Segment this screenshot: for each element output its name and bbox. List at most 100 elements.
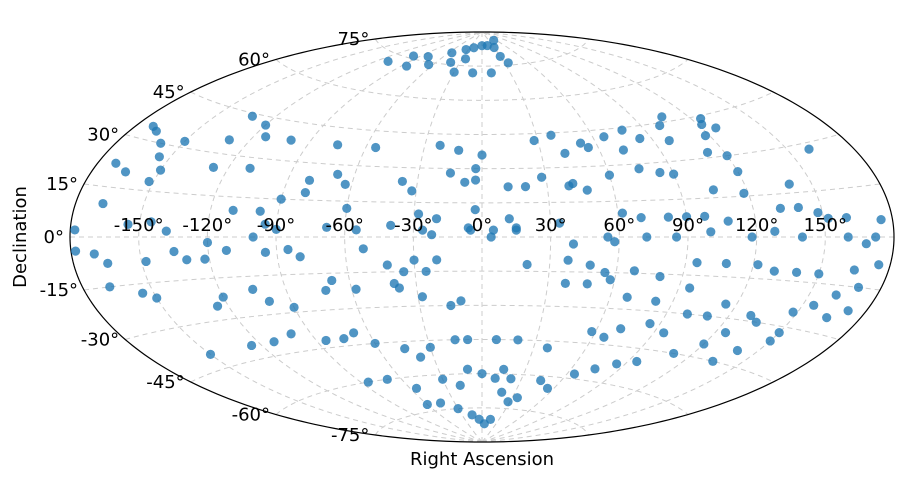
lon-tick-label: 90° [672, 215, 704, 236]
scatter-point [218, 292, 228, 302]
y-axis-label: Declination [10, 186, 31, 288]
scatter-point [111, 158, 121, 168]
scatter-point [276, 194, 286, 204]
scatter-point [520, 182, 531, 192]
scatter-point [702, 311, 712, 321]
scatter-point [587, 326, 597, 337]
scatter-point [123, 219, 133, 229]
scatter-point [542, 383, 553, 393]
lat-tick-label: 60° [238, 49, 270, 70]
scatter-point [751, 317, 761, 327]
scatter-point [431, 214, 442, 224]
scatter-point [696, 113, 706, 124]
lat-tick-label: 30° [87, 125, 119, 146]
scatter-point [669, 348, 679, 359]
scatter-point [685, 283, 695, 293]
scatter-point [445, 168, 456, 178]
scatter-point [560, 278, 570, 288]
scatter-point [739, 188, 749, 199]
scatter-point [432, 255, 442, 265]
scatter-point [416, 352, 426, 362]
lat-tick-label: -60° [232, 405, 270, 426]
scatter-point [489, 42, 499, 53]
scatter-point [477, 369, 487, 379]
scatter-point [471, 164, 481, 174]
latitude-tick-labels: -75°-60°-45°-30°-15°0°15°30°45°60°75° [40, 29, 370, 446]
scatter-point [261, 120, 271, 130]
scatter-point [408, 51, 419, 61]
scatter-point [154, 152, 164, 162]
scatter-point [152, 293, 162, 303]
scatter-point [582, 185, 592, 195]
scatter-point [682, 309, 692, 319]
lat-tick-label: -45° [146, 372, 184, 393]
scatter-point [422, 399, 432, 410]
scatter-point [503, 58, 513, 68]
scatter-point [651, 296, 661, 306]
scatter-point [669, 169, 679, 179]
parallel-gridline [275, 59, 689, 101]
scatter-point [155, 165, 166, 175]
scatter-point [304, 175, 315, 185]
lon-tick-label: -150° [114, 215, 164, 236]
scatter-point [629, 266, 639, 276]
scatter-point [563, 255, 573, 265]
scatter-point [513, 335, 523, 345]
scatter-point [105, 282, 115, 292]
scatter-point [351, 225, 361, 235]
lon-tick-label: -90° [257, 215, 295, 236]
scatter-point [120, 167, 131, 177]
longitude-tick-labels: -150°-120°-90°-60°-30°0°30°60°90°120°150… [114, 215, 847, 236]
scatter-point [746, 310, 756, 321]
scatter-point [843, 232, 853, 242]
scatter-point [413, 209, 424, 219]
scatter-point [180, 136, 190, 146]
scatter-point [182, 255, 192, 265]
scatter-point [205, 349, 216, 359]
scatter-point [358, 244, 368, 254]
scatter-point [461, 44, 471, 55]
scatter-point [322, 222, 332, 232]
scatter-point [424, 60, 434, 70]
scatter-point [463, 223, 473, 233]
scatter-point [774, 328, 784, 338]
scatter-point [491, 334, 501, 345]
scatter-point [617, 208, 628, 218]
scatter-point [788, 307, 798, 317]
scatter-point [70, 246, 81, 256]
scatter-point [486, 232, 496, 242]
scatter-point [753, 260, 763, 270]
scatter-point [720, 328, 731, 338]
scatter-point [340, 179, 350, 189]
scatter-point [585, 260, 595, 270]
scatter-point [542, 343, 552, 353]
scatter-point [228, 205, 238, 215]
scatter-point [655, 271, 665, 282]
scatter-point [460, 177, 470, 187]
scatter-point [497, 387, 507, 397]
scatter-point [655, 120, 665, 131]
scatter-point [700, 211, 710, 221]
scatter-point [289, 302, 299, 312]
scatter-point [765, 336, 775, 346]
scatter-point [382, 260, 392, 270]
lat-tick-label: 15° [46, 174, 78, 195]
scatter-point [349, 328, 359, 338]
scatter-point [295, 252, 305, 262]
scatter-point [871, 232, 881, 242]
scatter-point [397, 176, 407, 187]
scatter-point [460, 54, 471, 64]
scatter-point [435, 398, 446, 408]
lon-tick-label: -30° [394, 215, 432, 236]
scatter-point [642, 232, 652, 242]
lat-tick-label: 75° [337, 29, 369, 50]
scatter-point [486, 68, 496, 78]
scatter-point [536, 375, 546, 386]
lat-tick-label: 0° [44, 227, 64, 248]
parallel-gridline [190, 338, 774, 383]
scatter-point [635, 133, 645, 144]
scatter-point [504, 214, 514, 224]
scatter-point [421, 266, 431, 277]
scatter-point [260, 247, 271, 257]
